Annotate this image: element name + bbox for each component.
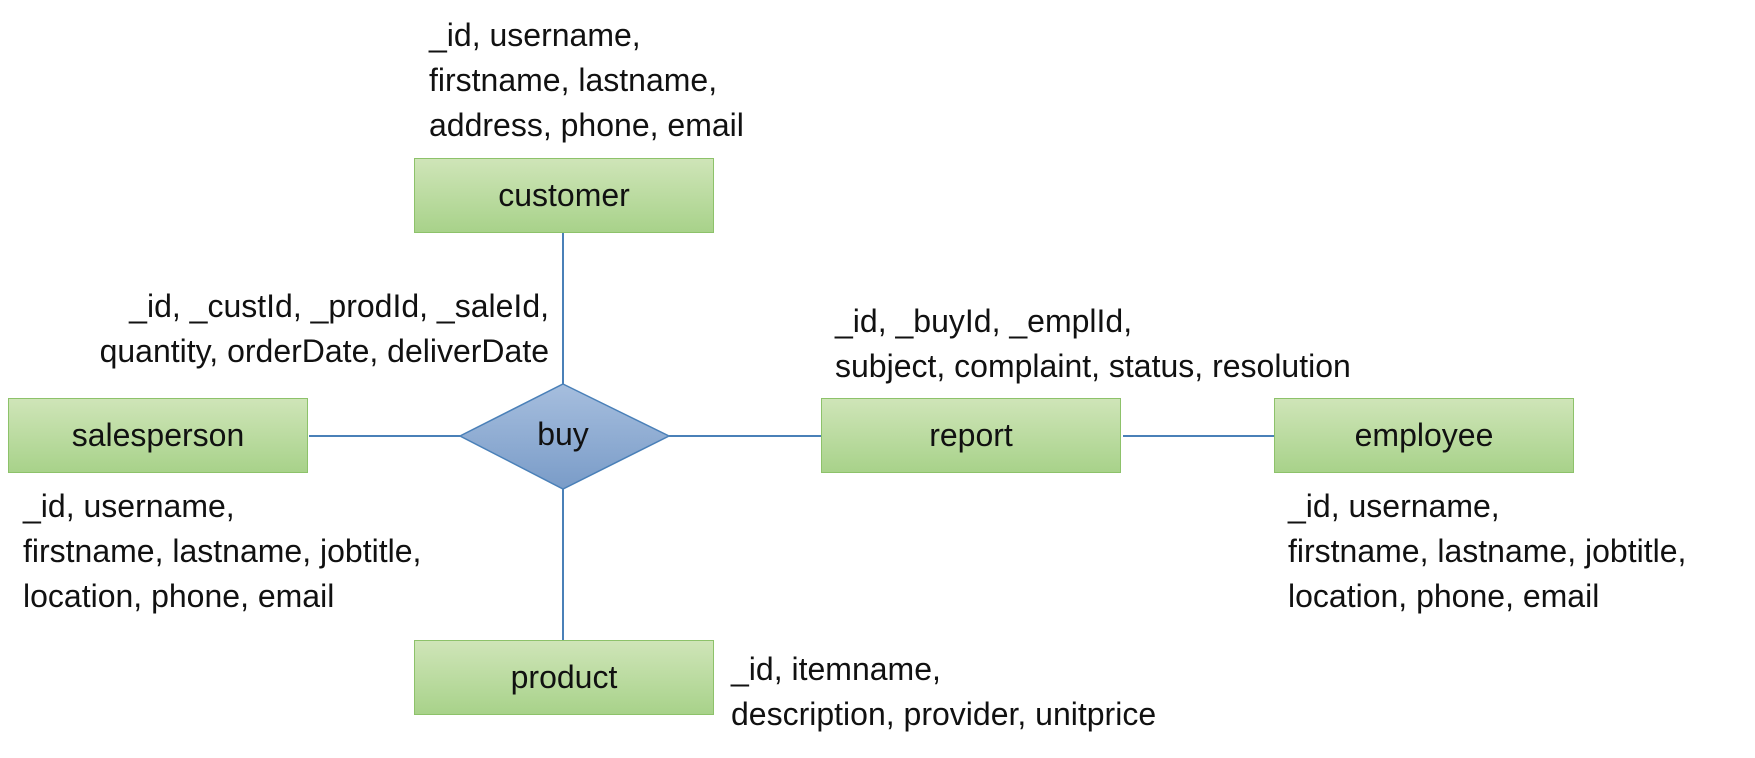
- attribute-line: address, phone, email: [429, 107, 744, 143]
- buy-attributes: _id, _custId, _prodId, _saleId, quantity…: [40, 284, 549, 374]
- attribute-line: firstname, lastname, jobtitle,: [23, 533, 422, 569]
- employee-attributes: _id, username, firstname, lastname, jobt…: [1288, 484, 1686, 619]
- attribute-line: _id, _custId, _prodId, _saleId,: [129, 288, 549, 324]
- entity-product: product: [414, 640, 714, 715]
- attribute-line: _id, username,: [429, 17, 641, 53]
- attribute-line: firstname, lastname, jobtitle,: [1288, 533, 1687, 569]
- report-attributes: _id, _buyId, _emplId, subject, complaint…: [835, 299, 1351, 389]
- entity-customer: customer: [414, 158, 714, 233]
- attribute-line: quantity, orderDate, deliverDate: [99, 333, 549, 369]
- entity-salesperson: salesperson: [8, 398, 308, 473]
- attribute-line: _id, username,: [1288, 488, 1500, 524]
- attribute-line: location, phone, email: [23, 578, 335, 614]
- attribute-line: _id, _buyId, _emplId,: [835, 303, 1133, 339]
- attribute-line: _id, itemname,: [731, 651, 941, 687]
- attribute-line: location, phone, email: [1288, 578, 1600, 614]
- product-attributes: _id, itemname, description, provider, un…: [731, 647, 1156, 737]
- attribute-line: description, provider, unitprice: [731, 696, 1157, 732]
- salesperson-attributes: _id, username, firstname, lastname, jobt…: [23, 484, 421, 619]
- entity-employee: employee: [1274, 398, 1574, 473]
- relationship-label-buy: buy: [537, 416, 589, 452]
- attribute-line: subject, complaint, status, resolution: [835, 348, 1351, 384]
- entity-report: report: [821, 398, 1121, 473]
- relationship-diamond: [458, 383, 671, 490]
- attribute-line: firstname, lastname,: [429, 62, 718, 98]
- customer-attributes: _id, username, firstname, lastname, addr…: [429, 13, 744, 148]
- attribute-line: _id, username,: [23, 488, 235, 524]
